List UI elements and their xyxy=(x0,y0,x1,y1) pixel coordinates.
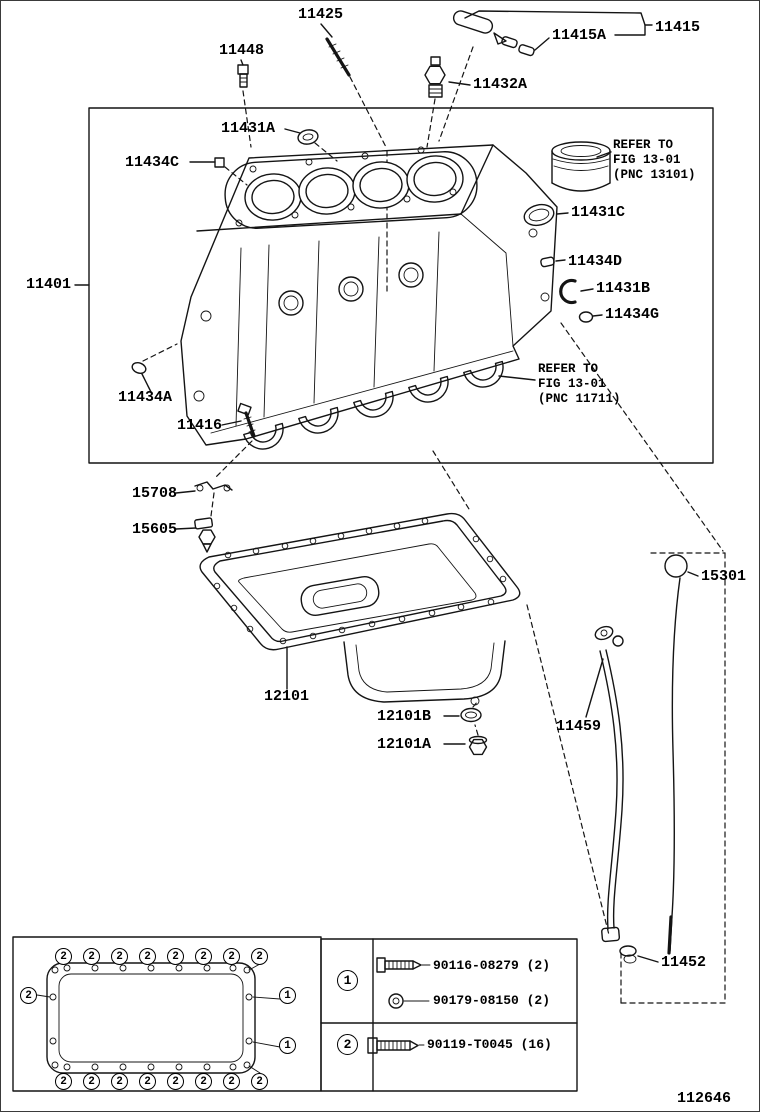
marker-2-badge: 2 xyxy=(139,1073,156,1090)
marker-2-badge: 2 xyxy=(251,1073,268,1090)
oil-pan-drawing xyxy=(199,512,521,756)
marker-2-badge: 2 xyxy=(55,1073,72,1090)
marker-2-badge: 2 xyxy=(223,1073,240,1090)
marker-2-badge: 2 xyxy=(55,948,72,965)
legend-part-90119: 90119-T0045 (16) xyxy=(427,1037,552,1052)
marker-2-badge: 2 xyxy=(167,1073,184,1090)
marker-2-badge: 2 xyxy=(20,987,37,1004)
top-parts-drawing xyxy=(237,10,653,294)
callout-15301: 15301 xyxy=(701,568,747,585)
figure-number: 112646 xyxy=(677,1090,732,1107)
note-refer-fig13-01-pnc11711: REFER TO FIG 13-01 (PNC 11711) xyxy=(538,362,621,406)
legend-marker-1: 1 xyxy=(337,970,358,991)
callout-12101a: 12101A xyxy=(377,736,432,753)
callout-11432a: 11432A xyxy=(473,76,528,93)
callout-12101: 12101 xyxy=(264,688,310,705)
legend-part-90179: 90179-08150 (2) xyxy=(433,993,551,1008)
marker-2-badge: 2 xyxy=(195,948,212,965)
dipstick-assembly-drawing xyxy=(526,322,726,1004)
sensor-parts-drawing xyxy=(175,440,470,553)
marker-2-badge: 2 xyxy=(251,948,268,965)
legend-part-90116: 90116-08279 (2) xyxy=(433,958,551,973)
marker-2-badge: 2 xyxy=(167,948,184,965)
callout-11434d: 11434D xyxy=(568,253,623,270)
marker-2-badge: 2 xyxy=(83,948,100,965)
marker-2-badge: 2 xyxy=(223,948,240,965)
marker-1-badge: 1 xyxy=(279,1037,296,1054)
marker-2-badge: 2 xyxy=(111,948,128,965)
callout-11416: 11416 xyxy=(177,417,223,434)
callout-15605: 15605 xyxy=(132,521,178,538)
marker-2-badge: 2 xyxy=(83,1073,100,1090)
callout-11434a: 11434A xyxy=(118,389,173,406)
callout-11459: 11459 xyxy=(556,718,602,735)
callout-11415: 11415 xyxy=(655,19,701,36)
callout-11448: 11448 xyxy=(219,42,265,59)
callout-11434c: 11434C xyxy=(125,154,180,171)
marker-2-badge: 2 xyxy=(139,948,156,965)
legend-marker-2: 2 xyxy=(337,1034,358,1055)
callout-12101b: 12101B xyxy=(377,708,432,725)
marker-1-badge: 1 xyxy=(279,987,296,1004)
callout-15708: 15708 xyxy=(132,485,178,502)
callout-11431b: 11431B xyxy=(596,280,651,297)
engine-block-drawing xyxy=(180,144,558,450)
piston-and-plugs-drawing xyxy=(74,128,612,438)
note-refer-fig13-01-pnc13101: REFER TO FIG 13-01 (PNC 13101) xyxy=(613,138,696,182)
callout-11431c: 11431C xyxy=(571,204,626,221)
callout-11425: 11425 xyxy=(298,6,344,23)
callout-11415a: 11415A xyxy=(552,27,607,44)
callout-11452: 11452 xyxy=(661,954,707,971)
callout-11431a: 11431A xyxy=(221,120,276,137)
marker-2-badge: 2 xyxy=(111,1073,128,1090)
callout-11434g: 11434G xyxy=(605,306,660,323)
legend-drawing xyxy=(320,938,578,1092)
callout-11401: 11401 xyxy=(26,276,72,293)
marker-2-badge: 2 xyxy=(195,1073,212,1090)
